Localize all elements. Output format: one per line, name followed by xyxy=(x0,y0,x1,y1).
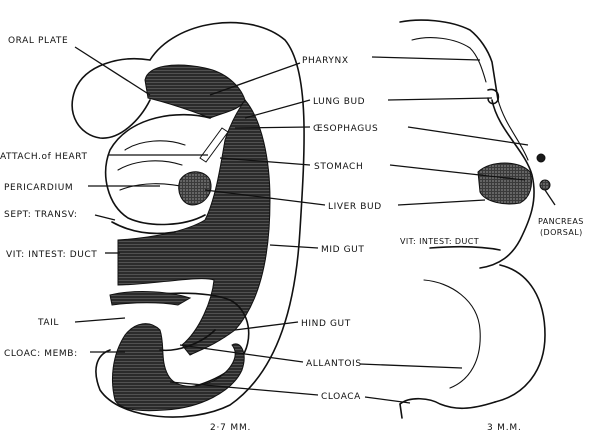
right-cloaca xyxy=(399,397,496,410)
scale-left: 2·7 MM. xyxy=(210,423,251,433)
label-lung-bud: LUNG BUD xyxy=(313,97,365,107)
label-vit-intest-duct-left: VIT: INTEST: DUCT xyxy=(6,250,97,260)
hindgut-region xyxy=(111,323,245,412)
label-oesophagus: ŒSOPHAGUS xyxy=(313,124,378,134)
right-embryo xyxy=(399,19,551,419)
right-pharynx-outline xyxy=(399,19,499,101)
head-fold-outline xyxy=(71,58,151,139)
right-vit-duct xyxy=(429,245,501,251)
right-cloaca-tip xyxy=(399,403,403,419)
septum-transversum xyxy=(111,221,176,235)
label-pharynx: PHARYNX xyxy=(302,56,349,66)
label-stomach: STOMACH xyxy=(314,162,363,172)
right-pharynx-inner xyxy=(411,37,487,83)
label-oral-plate: ORAL PLATE xyxy=(8,36,68,46)
tail-tip xyxy=(109,291,192,306)
label-allantois: ALLANTOIS xyxy=(306,359,362,369)
label-cloac-memb: CLOAC: MEMB: xyxy=(4,349,78,359)
label-cloaca: CLOACA xyxy=(321,392,361,402)
gut-body-region xyxy=(117,99,271,356)
right-pancreas-knob-2 xyxy=(539,179,551,191)
label-liver-bud: LIVER BUD xyxy=(328,202,382,212)
label-pancreas-dorsal: (DORSAL) xyxy=(540,228,583,237)
liver-bud-left xyxy=(178,171,212,206)
label-hind-gut: HIND GUT xyxy=(301,319,351,329)
right-gut-tube xyxy=(479,99,535,269)
right-pancreas-knob xyxy=(536,153,546,163)
label-vit-intest-duct-right: VIT: INTEST: DUCT xyxy=(400,237,479,246)
label-pericardium: PERICARDIUM xyxy=(4,183,73,193)
left-embryo xyxy=(71,21,305,418)
leader-lines xyxy=(74,46,556,404)
right-lower-loop-inner xyxy=(423,279,481,389)
label-mid-gut: MID GUT xyxy=(321,245,364,255)
oesophagus-channel xyxy=(199,127,229,163)
right-liver-bud xyxy=(477,162,533,205)
right-gut-tube-inner xyxy=(497,99,529,161)
pericardium-region xyxy=(104,113,211,226)
label-pancreas: PANCREAS xyxy=(538,217,584,226)
labels: ORAL PLATE ATTACH.of HEART PERICARDIUM S… xyxy=(0,36,584,433)
scale-right: 3 M.M. xyxy=(487,423,522,433)
right-lower-loop xyxy=(494,264,546,403)
label-attach-heart: ATTACH.of HEART xyxy=(0,152,88,162)
left-embryo-outline xyxy=(95,21,305,418)
label-sept-transv: SEPT: TRANSV: xyxy=(4,210,77,220)
label-tail: TAIL xyxy=(37,318,59,328)
pharynx-region xyxy=(144,64,246,119)
